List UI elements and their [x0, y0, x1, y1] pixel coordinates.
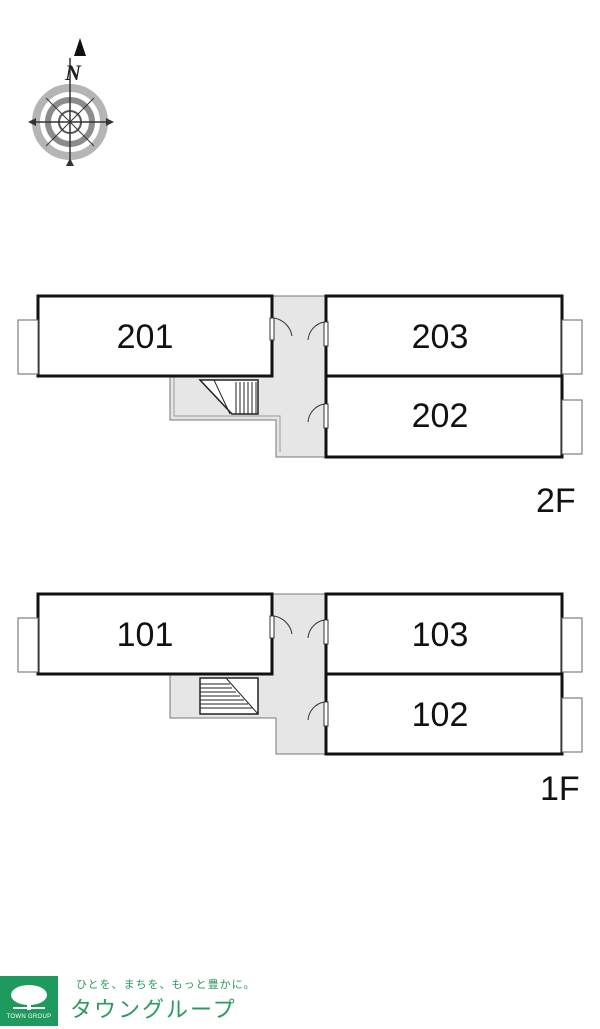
- unit-203: [324, 294, 564, 378]
- unit-label: 102: [412, 696, 469, 734]
- tree-icon: [11, 985, 47, 1010]
- unit-202: [324, 374, 564, 459]
- balcony: [17, 319, 39, 375]
- unit-label: 103: [412, 616, 469, 654]
- logo-subtext: TOWN GROUP: [6, 1014, 52, 1020]
- town-group-logo: TOWN GROUP: [0, 976, 58, 1026]
- staircase-icon: [199, 677, 259, 715]
- staircase-icon: [198, 379, 259, 415]
- floor-1f: 101 103 102 1F: [17, 592, 583, 808]
- tagline: ひとを、まちを、もっと豊かに。: [76, 978, 256, 991]
- brand-name: タウングループ: [70, 998, 237, 1023]
- unit-102: [324, 672, 564, 756]
- balcony: [561, 617, 583, 673]
- floor-2f: 201 203 202 2F: [17, 294, 583, 520]
- unit-label: 203: [412, 318, 469, 356]
- unit-201: [36, 294, 274, 378]
- balcony: [561, 399, 583, 455]
- door-icons: [269, 317, 329, 429]
- footer-branding: TOWN GROUP ひとを、まちを、もっと豊かに。 タウングループ: [0, 972, 600, 1029]
- unit-label: 101: [117, 616, 174, 654]
- unit-label: 202: [412, 397, 469, 435]
- balcony: [561, 697, 583, 753]
- floor-label: 1F: [540, 770, 580, 808]
- north-label: N: [64, 60, 82, 85]
- balcony: [17, 617, 39, 673]
- unit-label: 201: [117, 318, 174, 356]
- balcony: [561, 319, 583, 375]
- door-icons: [269, 615, 329, 727]
- compass-icon: N: [28, 38, 114, 166]
- floor-plan-diagram: N 201 203 202 2F: [17, 38, 583, 808]
- floor-label: 2F: [536, 482, 576, 520]
- unit-103: [324, 592, 564, 676]
